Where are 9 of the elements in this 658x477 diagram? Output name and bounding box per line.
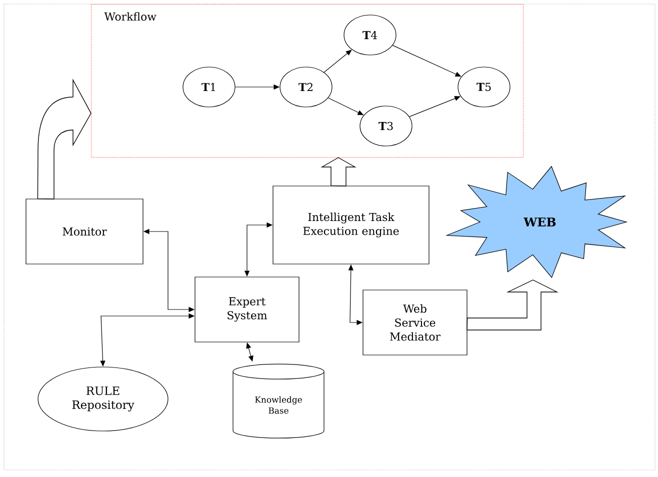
process-box: Web Service Mediator [362,290,468,356]
process-box: Monitor [26,198,144,264]
block-arrow [320,157,356,186]
process-box: Expert System [194,276,300,342]
arrow [324,50,352,73]
database-cylinder: Knowledge Base [232,364,324,438]
block-arrow [466,280,558,330]
block-arrow [37,80,92,200]
process-box: Intelligent Task Execution engine [272,186,430,264]
